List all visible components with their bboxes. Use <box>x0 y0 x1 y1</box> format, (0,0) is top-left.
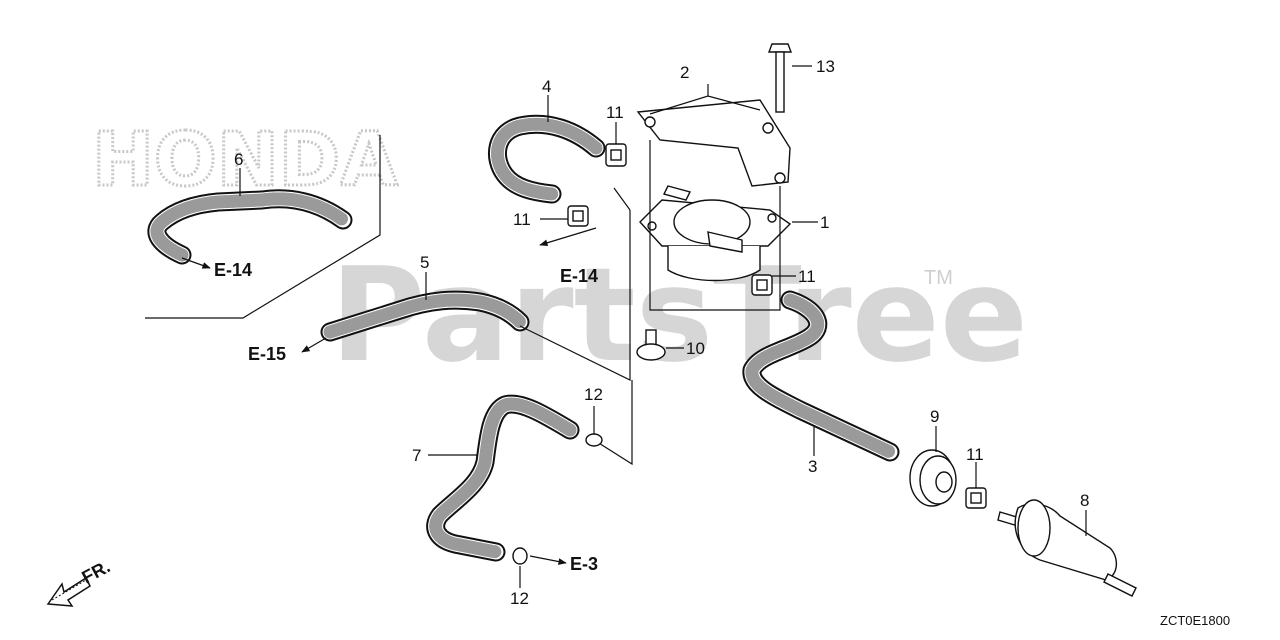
fuel-filter-8[interactable] <box>997 499 1137 597</box>
callout-5: 5 <box>420 253 429 272</box>
trademark-mark: TM <box>924 267 953 289</box>
clip-11-left[interactable] <box>567 205 589 227</box>
inset-border <box>145 135 381 319</box>
callout-11-upper: 11 <box>606 103 624 122</box>
ref-e15: E-15 <box>248 344 286 364</box>
clip-11-pump[interactable] <box>751 274 773 296</box>
hose-3[interactable] <box>742 290 900 462</box>
callout-11-pump: 11 <box>798 267 816 286</box>
arrow-e3 <box>529 555 567 565</box>
hose-5[interactable] <box>320 290 530 342</box>
clamp-12-upper[interactable] <box>585 433 603 447</box>
callout-11-filter: 11 <box>966 445 984 464</box>
hose-6[interactable] <box>147 189 353 265</box>
ref-e14-left: E-14 <box>214 260 252 280</box>
clip-11-filter[interactable] <box>965 487 987 509</box>
callout-7: 7 <box>412 446 421 465</box>
clip-11-upper[interactable] <box>605 143 627 167</box>
callout-12-upper: 12 <box>584 385 603 404</box>
hose-7[interactable] <box>426 394 580 562</box>
arrow-e14-left <box>181 257 211 269</box>
arrow-e15 <box>301 337 327 353</box>
diagram-code: ZCT0E1800 <box>1160 613 1230 628</box>
honda-logo-watermark: HONDA <box>92 117 397 203</box>
connector-frame-lower <box>593 380 633 466</box>
bracket-2[interactable] <box>636 99 791 187</box>
callout-4: 4 <box>542 77 551 96</box>
connector-frame-upper <box>519 187 631 381</box>
callout-6: 6 <box>234 150 243 169</box>
hose-4[interactable] <box>488 114 606 204</box>
leader-2 <box>649 84 761 115</box>
ref-e14-mid: E-14 <box>560 266 598 286</box>
callout-13: 13 <box>816 57 835 76</box>
callout-12-lower: 12 <box>510 589 529 608</box>
callout-3: 3 <box>808 457 817 476</box>
grommet-9[interactable] <box>909 449 957 507</box>
callout-11-left: 11 <box>513 210 531 229</box>
arrow-e14-mid <box>539 227 597 247</box>
bolt-10[interactable] <box>636 329 666 361</box>
callout-2: 2 <box>680 63 689 82</box>
front-direction-arrow-icon <box>46 576 91 607</box>
ref-e3: E-3 <box>570 554 598 574</box>
bolt-13[interactable] <box>767 43 793 113</box>
callout-10: 10 <box>686 339 705 358</box>
callout-9: 9 <box>930 407 939 426</box>
pump-mount-frame <box>649 140 781 311</box>
callout-8: 8 <box>1080 491 1089 510</box>
clamp-12-lower[interactable] <box>512 547 528 565</box>
fuel-pump-1[interactable] <box>639 185 792 282</box>
callout-1: 1 <box>820 213 829 232</box>
